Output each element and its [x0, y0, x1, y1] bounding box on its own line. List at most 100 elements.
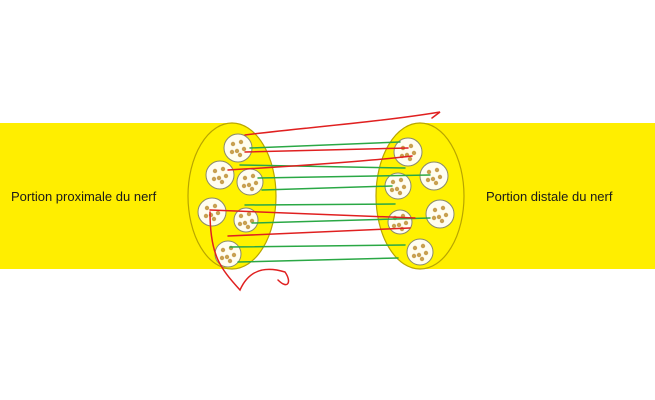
fascicle-11: [387, 209, 413, 235]
suture-red-2: [244, 147, 409, 153]
suture-green-1: [249, 141, 401, 149]
axon-dot: [403, 220, 409, 226]
axon-dot: [253, 180, 259, 186]
axon-dot: [212, 203, 218, 209]
axon-dot: [211, 216, 217, 222]
axon-dot: [390, 179, 396, 185]
axon-dot: [241, 183, 247, 189]
axon-dot: [431, 215, 437, 221]
axon-dot: [419, 256, 425, 262]
axon-dot: [203, 213, 209, 219]
fascicle-9: [384, 172, 412, 200]
axon-dot: [223, 173, 229, 179]
fascicle-sheath: [393, 137, 423, 167]
axon-dot: [238, 139, 244, 145]
axon-dot: [242, 175, 248, 181]
fascicle-8: [419, 161, 449, 191]
fascicle-sheath: [425, 199, 455, 229]
axon-dot: [394, 186, 400, 192]
suture-green-4: [261, 185, 393, 191]
axon-dot: [389, 187, 395, 193]
axon-dot: [426, 169, 432, 175]
axon-dot: [397, 190, 403, 196]
axon-dot: [231, 252, 237, 258]
suture-green-7: [229, 244, 406, 248]
axon-dot: [224, 254, 230, 260]
proximal-nerve-cut-face: [187, 122, 277, 270]
axon-dot: [245, 224, 251, 230]
axon-dot: [242, 220, 248, 226]
fascicle-7: [393, 137, 423, 167]
suture-red-1: [244, 111, 441, 136]
axon-dot: [249, 218, 255, 224]
axon-dot: [398, 177, 404, 183]
axon-dot: [423, 250, 429, 256]
axon-dot: [407, 156, 413, 162]
axon-dot: [215, 210, 221, 216]
axon-dot: [408, 143, 414, 149]
axon-dot: [425, 177, 431, 183]
fascicle-sheath: [419, 161, 449, 191]
suture-red-4: [209, 209, 416, 219]
axon-dot: [249, 186, 255, 192]
suture-green-3: [257, 174, 431, 179]
axon-dot: [436, 214, 442, 220]
axon-dot: [219, 255, 225, 261]
axon-dot: [443, 212, 449, 218]
axon-dot: [396, 222, 402, 228]
axon-dot: [220, 166, 226, 172]
suture-red-5: [227, 227, 411, 237]
fascicle-sheath: [205, 160, 235, 190]
proximal-label: Portion proximale du nerf: [11, 189, 157, 204]
fascicle-12: [406, 238, 434, 266]
axon-dot: [204, 205, 210, 211]
axon-dot: [216, 175, 222, 181]
axon-dot: [220, 247, 226, 253]
suture-green-5: [244, 203, 396, 206]
suture-green-2: [239, 164, 406, 169]
axon-dot: [434, 167, 440, 173]
axon-dot: [211, 176, 217, 182]
axon-dot: [391, 223, 397, 229]
axon-dot: [411, 150, 417, 156]
suture-group: [209, 111, 441, 292]
axon-dot: [432, 207, 438, 213]
fascicle-5: [233, 207, 259, 233]
axon-dot: [433, 180, 439, 186]
fascicle-sheath: [387, 209, 413, 235]
axon-dot: [241, 146, 247, 152]
fascicle-3: [236, 168, 264, 196]
axon-dot: [237, 152, 243, 158]
axon-dot: [230, 141, 236, 147]
suture-red-3: [227, 155, 413, 171]
suture-green-8: [237, 257, 399, 263]
axon-dot: [440, 205, 446, 211]
axon-dot: [430, 176, 436, 182]
axon-dot: [237, 221, 243, 227]
axon-dot: [416, 252, 422, 258]
axon-dot: [437, 174, 443, 180]
proximal-nerve-segment: [0, 122, 277, 270]
axon-dot: [238, 213, 244, 219]
axon-dot: [439, 218, 445, 224]
axon-dot: [219, 179, 225, 185]
fascicle-sheath: [236, 168, 264, 196]
suture-green-6: [251, 217, 431, 224]
axon-dot: [411, 253, 417, 259]
axon-dot: [420, 243, 426, 249]
axon-dot: [250, 173, 256, 179]
axon-dot: [234, 148, 240, 154]
axon-dot: [212, 168, 218, 174]
fascicle-2: [205, 160, 235, 190]
suture-red-6: [209, 211, 290, 292]
fascicle-4: [197, 197, 227, 227]
fascicle-1: [223, 133, 253, 163]
fascicle-sheath: [197, 197, 227, 227]
axon-dot: [412, 245, 418, 251]
axon-dot: [246, 182, 252, 188]
axon-dot: [229, 149, 235, 155]
fascicle-sheath: [223, 133, 253, 163]
axon-dot: [246, 211, 252, 217]
fascicle-sheath: [406, 238, 434, 266]
